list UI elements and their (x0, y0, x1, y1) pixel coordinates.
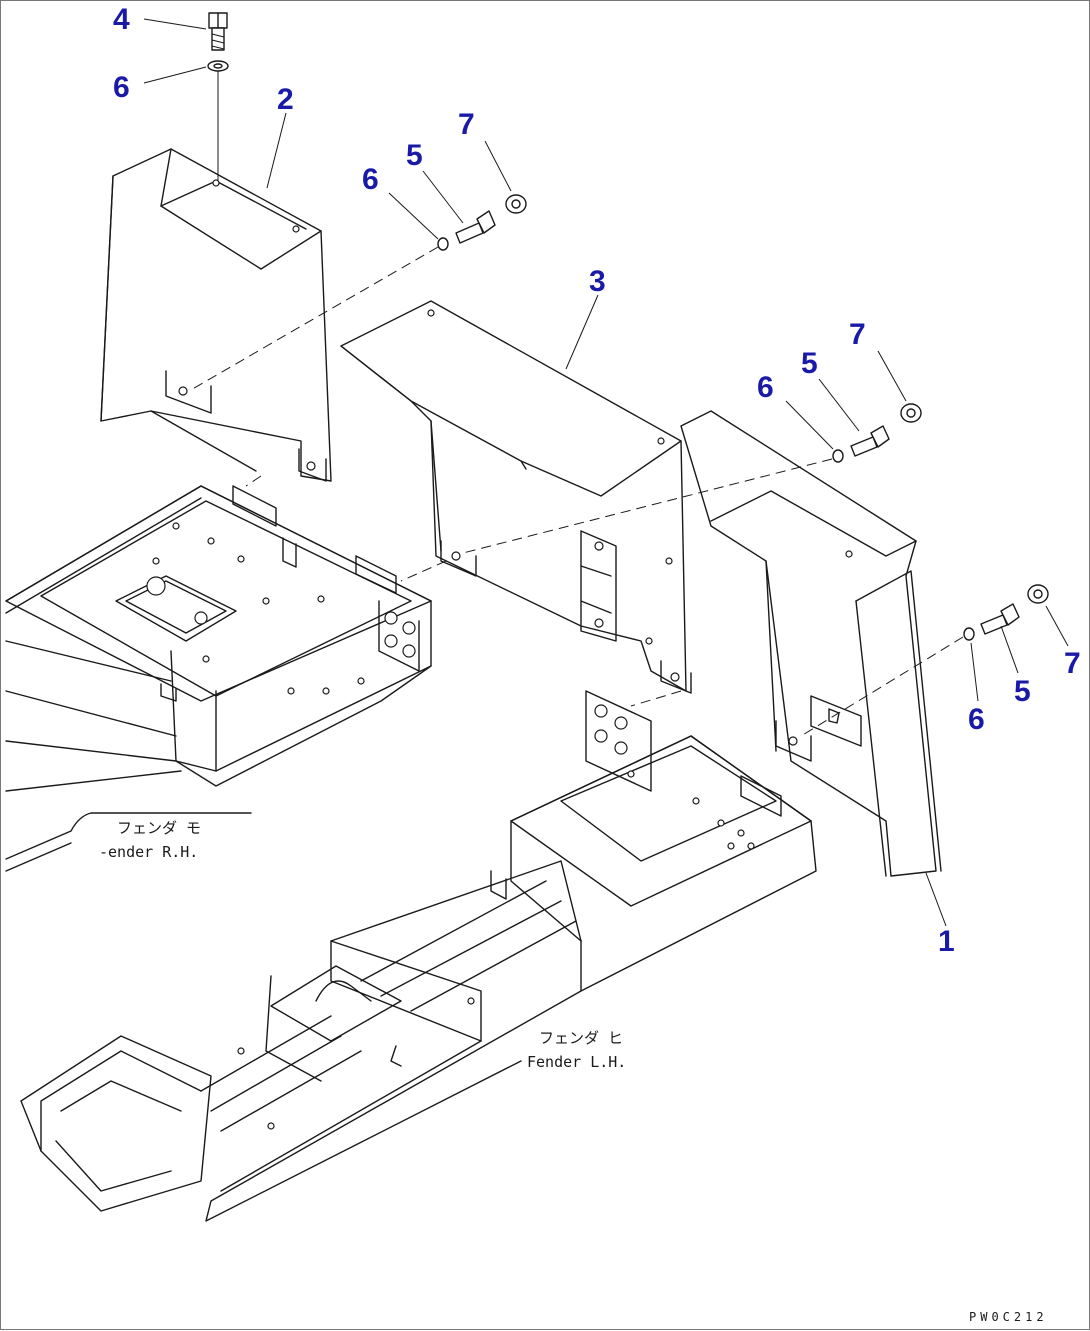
fender-rh-note-jp: フェンダ モ (117, 819, 201, 837)
callout-4: 4 (113, 3, 130, 36)
callout-6: 6 (968, 703, 985, 736)
callout-6: 6 (113, 71, 130, 104)
washer-6-top (207, 60, 229, 72)
fender-notes: フェンダ モ -ender R.H. フェンダ ヒ Fender L.H. (99, 819, 626, 1071)
cover-part-1 (680, 410, 942, 877)
callout-5: 5 (406, 139, 423, 172)
fender-lh-note-jp: フェンダ ヒ (539, 1029, 623, 1047)
bolt-4 (208, 12, 228, 51)
alignment-lines (188, 246, 964, 737)
callout-6: 6 (757, 371, 774, 404)
leader-lines (143, 18, 1069, 927)
callout-5: 5 (1014, 675, 1031, 708)
fender-rh-note-en: -ender R.H. (99, 843, 198, 861)
fender-frame-lh (20, 690, 817, 1222)
callout-2: 2 (277, 83, 294, 116)
fender-lh-note-en: Fender L.H. (527, 1053, 626, 1071)
callout-1: 1 (938, 925, 955, 958)
fastener-set-a (437, 194, 527, 251)
callout-7: 7 (458, 108, 475, 141)
callout-5: 5 (801, 347, 818, 380)
fastener-set-b (832, 403, 922, 463)
callout-6: 6 (362, 163, 379, 196)
callout-numbers: 4 6 2 7 5 6 3 7 5 6 7 5 6 1 (113, 3, 1081, 958)
cover-part-3 (340, 300, 692, 694)
fender-frame-rh (5, 485, 432, 872)
drawing-code: PW0C212 (969, 1310, 1048, 1324)
callout-7: 7 (849, 318, 866, 351)
cover-part-2 (100, 148, 332, 482)
callout-3: 3 (589, 265, 606, 298)
fastener-set-c (963, 584, 1049, 641)
callout-7: 7 (1064, 647, 1081, 680)
